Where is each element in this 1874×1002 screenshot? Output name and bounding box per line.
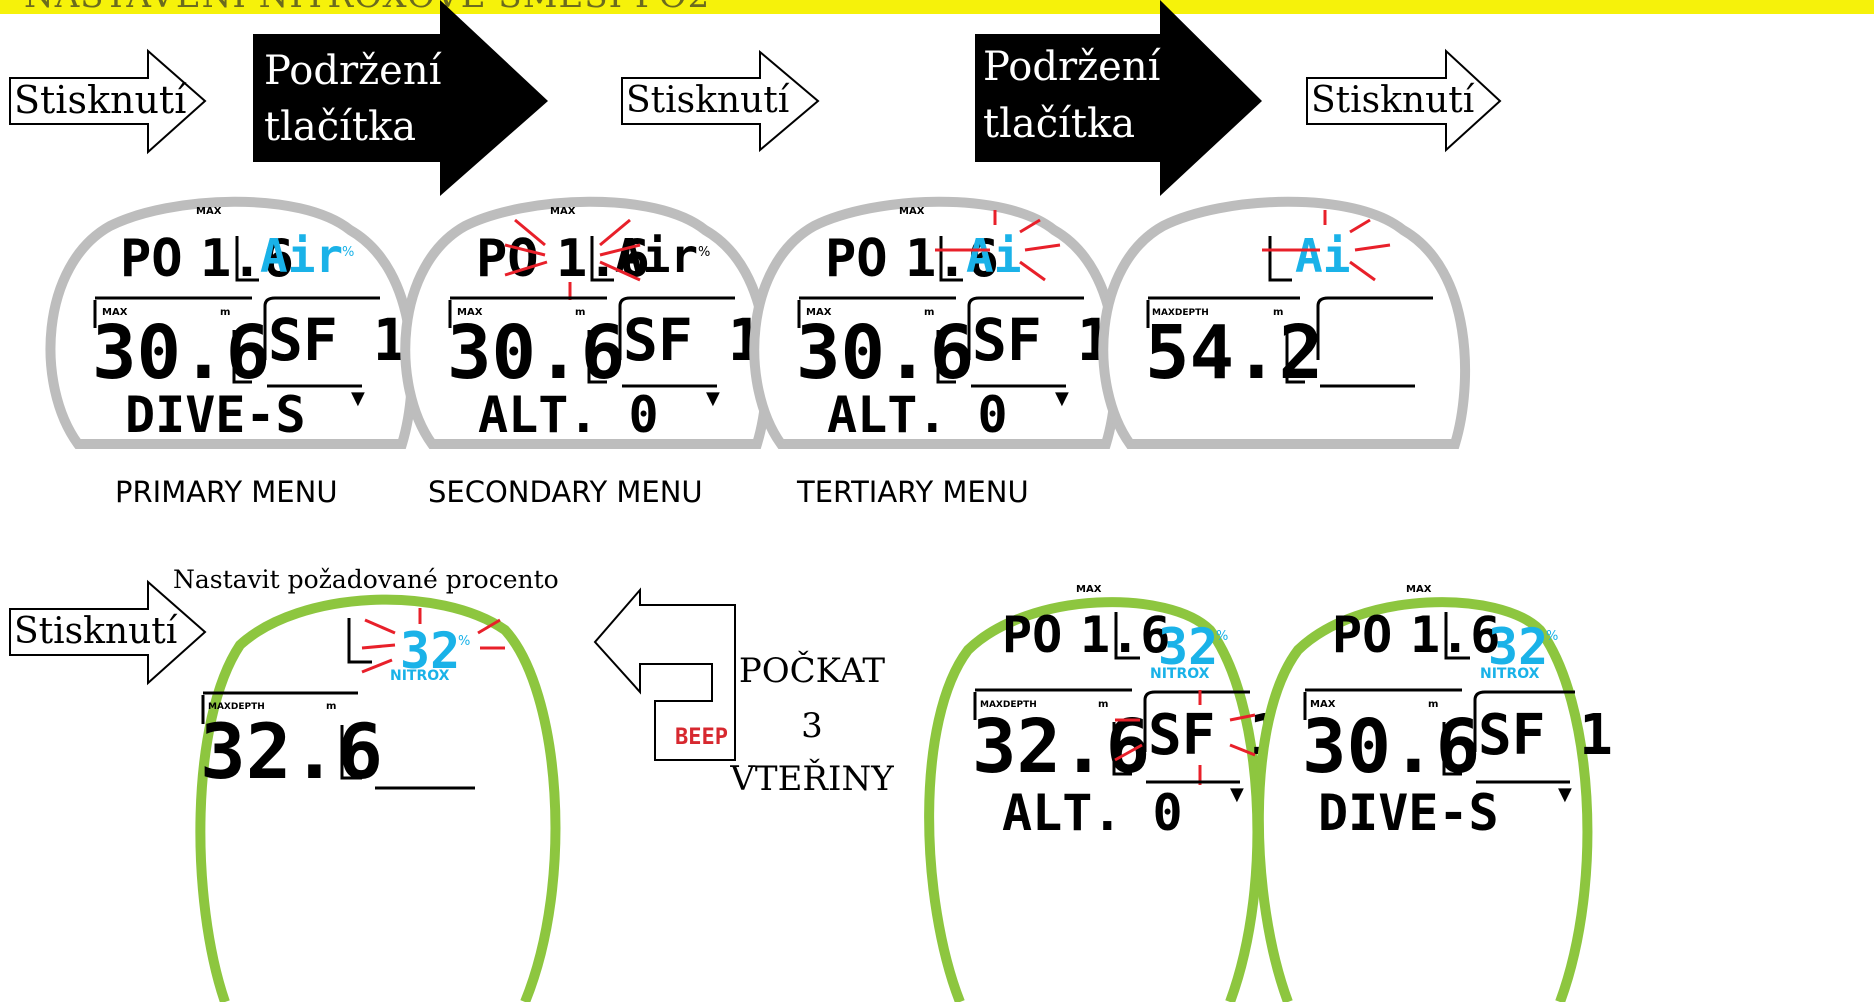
page-title: NASTAVENÍ NITROXOVÉ SMĚSI PO2 — [24, 0, 710, 14]
mode-display: DIVE-S — [1318, 784, 1499, 842]
hold-label-1b: tlačítka — [264, 104, 416, 150]
chevron-down-icon: ▼ — [351, 388, 365, 409]
wait-seconds-count: 3 — [801, 706, 823, 746]
press-label-3: Stisknutí — [1311, 80, 1475, 121]
mode-display: ALT. 0 — [478, 386, 659, 444]
nitrox-label: NITROX — [1480, 666, 1540, 682]
po2-display: PO — [120, 229, 183, 289]
max-label: MAX — [196, 206, 222, 217]
nitrox-label: NITROX — [390, 668, 450, 684]
press-arrow-1: Stisknutí — [9, 48, 207, 155]
label-primary-menu: PRIMARY MENU — [115, 475, 338, 509]
max-depth-label: MAXDEPTH — [980, 700, 1037, 710]
percent-sign: % — [698, 245, 710, 260]
watch-nitrox-final: PO 1.6 MAX 32 % NITROX MAX m 30.6 SF 1 ▼… — [1253, 584, 1613, 1002]
gas-air: Ai — [1295, 229, 1350, 283]
watch-tertiary: PO 1.6 MAX Ai MAX m 30.6 SF 1 ▼ ALT. 0 — [749, 196, 1122, 449]
m-unit: m — [1273, 307, 1283, 318]
po2-display: PO — [1002, 606, 1062, 664]
nitrox-value: 32 — [1488, 618, 1548, 676]
nitrox-label: NITROX — [1150, 666, 1210, 682]
chevron-down-icon: ▼ — [1055, 388, 1069, 409]
beep-label: BEEP — [675, 725, 728, 750]
set-percent-label: Nastavit požadované procento — [173, 565, 559, 594]
mode-display: ALT. 0 — [827, 386, 1008, 444]
watch-nitrox-secondary: PO 1.6 MAX 32 % NITROX MAXDEPTH m 32.6 S… — [924, 584, 1283, 1002]
blink-indicator — [1114, 690, 1256, 785]
max-depth-label: MAX — [457, 307, 483, 318]
hold-label-2b: tlačítka — [983, 101, 1135, 147]
depth-display: 32.6 — [972, 704, 1150, 790]
nitrox-value: 32 — [1158, 618, 1218, 676]
blink-indicator — [935, 210, 1061, 282]
mode-display: ALT. 0 — [1002, 784, 1183, 842]
title-banner: NASTAVENÍ NITROXOVÉ SMĚSI PO2 — [0, 0, 1874, 14]
nitrox-value: 32 — [400, 622, 460, 680]
percent-sign: % — [1546, 629, 1558, 644]
max-depth-label: MAX — [806, 307, 832, 318]
percent-sign: % — [342, 245, 354, 260]
m-unit: m — [220, 307, 230, 318]
hold-label-2a: Podržení — [983, 44, 1162, 90]
sf-display: SF 1 — [623, 306, 763, 374]
chevron-down-icon: ▼ — [1558, 784, 1572, 805]
watch-primary: PO 1.6 MAX Air % MAX m 30.6 SF 1 ▼ DIVE-… — [45, 196, 418, 449]
press-arrow-4: Stisknutí — [9, 579, 207, 686]
percent-sign: % — [1216, 629, 1228, 644]
m-unit: m — [924, 307, 934, 318]
watch-nitrox-set: 32 % NITROX MAXDEPTH m 32.6 — [195, 594, 561, 1002]
po2-value: 1.6 — [1080, 606, 1170, 664]
po2-value: 1.6 — [1410, 606, 1500, 664]
blink-indicator — [361, 608, 505, 674]
po2-display: PO — [476, 229, 539, 289]
press-label-1: Stisknutí — [14, 78, 187, 122]
watch-secondary: PO 1.6 MAX Air % MAX m 30.6 SF 1 ▼ ALT. … — [400, 196, 773, 449]
max-depth-label: MAX — [1310, 699, 1336, 710]
max-depth-label: MAX — [102, 307, 128, 318]
label-tertiary-menu: TERTIARY MENU — [796, 475, 1029, 509]
beep-return-arrow: BEEP — [593, 587, 736, 761]
wait-unit-label: VTEŘINY — [729, 758, 894, 799]
sf-display: SF 1 — [1478, 703, 1613, 768]
blink-indicator — [504, 218, 641, 300]
sf-display: SF 1 — [268, 306, 408, 374]
m-unit: m — [1098, 699, 1108, 710]
mode-display: DIVE-S — [125, 386, 306, 444]
max-depth-label: MAXDEPTH — [208, 702, 265, 712]
wait-instruction: POČKAT 3 VTEŘINY — [729, 650, 894, 799]
press-arrow-3: Stisknutí — [1306, 48, 1502, 153]
max-label: MAX — [550, 206, 576, 217]
gas-air: Ai — [966, 229, 1021, 283]
press-label-2: Stisknutí — [626, 80, 790, 121]
press-label-4: Stisknutí — [14, 611, 178, 652]
blink-indicator — [1262, 210, 1391, 282]
hold-arrow-2: Podržení tlačítka — [975, 0, 1262, 196]
wait-label: POČKAT — [739, 650, 885, 691]
press-arrow-2: Stisknutí — [621, 49, 820, 153]
max-label: MAX — [1076, 584, 1102, 595]
depth-display: 32.6 — [200, 707, 383, 796]
m-unit: m — [326, 701, 336, 712]
label-secondary-menu: SECONDARY MENU — [428, 475, 703, 509]
po2-display: PO — [825, 229, 888, 289]
depth-display: 30.6 — [1302, 704, 1480, 790]
m-unit: m — [1428, 699, 1438, 710]
m-unit: m — [575, 307, 585, 318]
po2-display: PO — [1332, 606, 1392, 664]
percent-sign: % — [458, 634, 470, 649]
hold-arrow-1: Podržení tlačítka — [253, 0, 548, 196]
chevron-down-icon: ▼ — [1230, 784, 1244, 805]
chevron-down-icon: ▼ — [706, 388, 720, 409]
gas-air: Air — [260, 229, 343, 283]
max-label: MAX — [1406, 584, 1432, 595]
watch-maxdepth: Ai MAXDEPTH m 54.2 — [1098, 196, 1471, 449]
max-label: MAX — [899, 206, 925, 217]
sf-display: SF 1 — [972, 306, 1112, 374]
max-depth-label: MAXDEPTH — [1152, 308, 1209, 318]
hold-label-1a: Podržení — [264, 48, 443, 94]
